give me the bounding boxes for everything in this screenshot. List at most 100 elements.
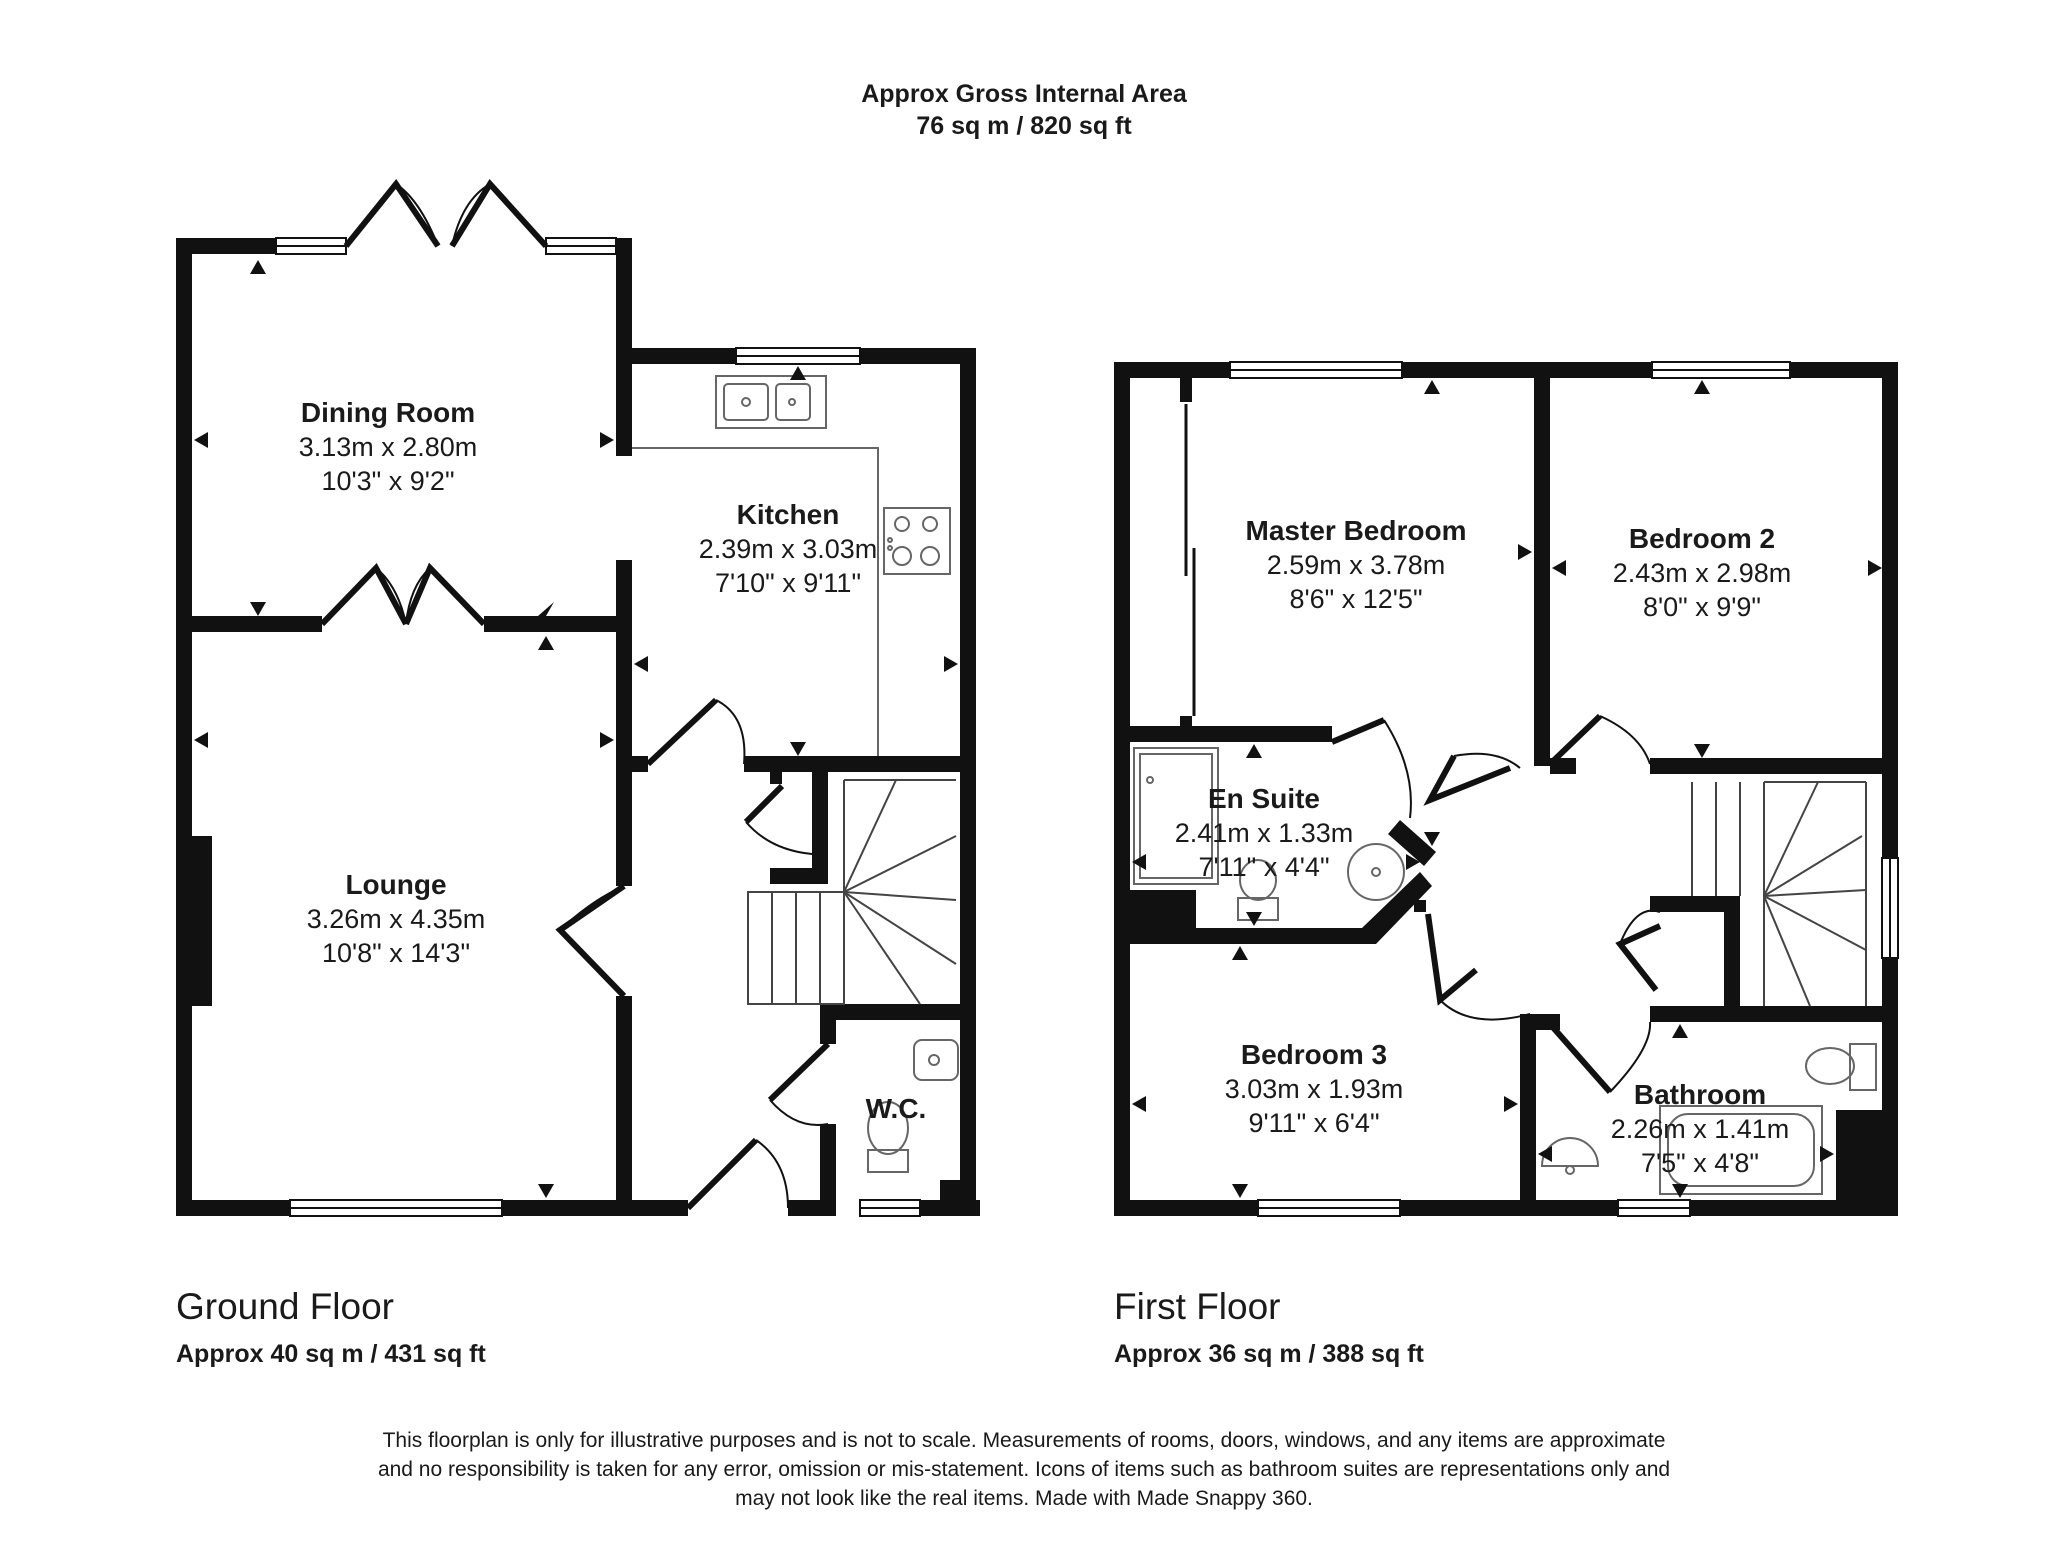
room-bathroom: Bathroom 2.26m x 1.41m 7'5" x 4'8" bbox=[1611, 1079, 1790, 1178]
room-metric: 2.59m x 3.78m bbox=[1267, 550, 1446, 580]
room-bedroom-3: Bedroom 3 3.03m x 1.93m 9'11" x 6'4" bbox=[1225, 1039, 1404, 1138]
room-imperial: 8'6" x 12'5" bbox=[1289, 584, 1422, 614]
wall bbox=[616, 996, 632, 1216]
wall bbox=[616, 238, 632, 456]
disclaimer-line: may not look like the real items. Made w… bbox=[735, 1487, 1313, 1510]
wall bbox=[1790, 362, 1898, 378]
wall bbox=[176, 238, 192, 1216]
room-name: W.C. bbox=[866, 1093, 927, 1124]
wall bbox=[1180, 378, 1192, 402]
wall bbox=[1114, 1200, 1258, 1216]
ground-floor-title: Ground Floor bbox=[176, 1286, 394, 1327]
wall bbox=[1362, 872, 1432, 944]
shower-tray bbox=[1133, 747, 1219, 885]
bathroom-toilet bbox=[1849, 1043, 1877, 1091]
room-name: Bedroom 2 bbox=[1629, 523, 1775, 554]
chimney-breast bbox=[192, 836, 212, 1006]
wall bbox=[1724, 896, 1740, 1006]
wall bbox=[960, 348, 976, 1216]
room-metric: 2.41m x 1.33m bbox=[1175, 818, 1354, 848]
gross-area-header: Approx Gross Internal Area 76 sq m / 820… bbox=[0, 78, 2048, 142]
room-kitchen: Kitchen 2.39m x 3.03m 7'10" x 9'11" bbox=[699, 499, 878, 598]
wall bbox=[788, 1200, 820, 1216]
disclaimer: This floorplan is only for illustrative … bbox=[0, 1426, 2048, 1513]
wall bbox=[616, 348, 736, 364]
disclaimer-line: and no responsibility is taken for any e… bbox=[377, 1458, 1671, 1481]
ensuite-basin bbox=[1347, 843, 1405, 901]
wall bbox=[812, 772, 828, 868]
wall bbox=[1520, 1136, 1536, 1216]
ground-floor-plan bbox=[176, 238, 980, 1216]
room-master-bedroom: Master Bedroom 2.59m x 3.78m 8'6" x 12'5… bbox=[1246, 515, 1467, 614]
wall bbox=[1836, 1110, 1882, 1200]
gross-area-title: Approx Gross Internal Area bbox=[861, 80, 1187, 108]
room-name: Dining Room bbox=[301, 397, 475, 428]
room-metric: 3.13m x 2.80m bbox=[299, 432, 478, 462]
room-name: Bedroom 3 bbox=[1241, 1039, 1387, 1070]
ground-floor-doors bbox=[319, 178, 831, 1211]
wc-basin bbox=[913, 1039, 959, 1081]
wall bbox=[820, 1004, 976, 1020]
wall bbox=[820, 1124, 836, 1216]
wall bbox=[1650, 1006, 1898, 1022]
room-imperial: 7'10" x 9'11" bbox=[715, 568, 861, 598]
first-floor-title: First Floor bbox=[1114, 1286, 1281, 1327]
wall bbox=[1882, 362, 1898, 1216]
room-metric: 2.26m x 1.41m bbox=[1611, 1114, 1790, 1144]
first-floor-dimension-arrows bbox=[1132, 380, 1882, 1198]
wall bbox=[1550, 758, 1576, 774]
wall bbox=[1650, 758, 1898, 774]
room-metric: 3.03m x 1.93m bbox=[1225, 1074, 1404, 1104]
wall bbox=[1388, 820, 1436, 866]
room-name: En Suite bbox=[1208, 783, 1320, 814]
room-en-suite: En Suite 2.41m x 1.33m 7'11" x 4'4" bbox=[1175, 783, 1354, 882]
room-wc: W.C. bbox=[866, 1093, 927, 1124]
wall bbox=[1114, 362, 1230, 378]
wall bbox=[1534, 378, 1550, 766]
room-imperial: 9'11" x 6'4" bbox=[1248, 1108, 1379, 1138]
wall bbox=[484, 616, 632, 632]
ground-floor-fixtures bbox=[632, 375, 959, 1173]
disclaimer-line: This floorplan is only for illustrative … bbox=[382, 1429, 1666, 1452]
room-name: Bathroom bbox=[1634, 1079, 1766, 1110]
wall bbox=[1650, 896, 1740, 912]
wall bbox=[176, 616, 322, 632]
room-name: Lounge bbox=[345, 869, 446, 900]
wall bbox=[616, 560, 632, 886]
first-floor-doors bbox=[1184, 404, 1662, 1094]
wall bbox=[1130, 928, 1362, 944]
first-floor-windows bbox=[1229, 361, 1899, 1217]
room-name: Master Bedroom bbox=[1246, 515, 1467, 546]
room-bedroom-2: Bedroom 2 2.43m x 2.98m 8'0" x 9'9" bbox=[1613, 523, 1792, 622]
ground-floor-windows bbox=[275, 237, 921, 1217]
hob bbox=[883, 507, 951, 575]
wall bbox=[1130, 726, 1332, 742]
wall bbox=[820, 1004, 836, 1044]
wall bbox=[860, 348, 976, 364]
room-imperial: 10'8" x 14'3" bbox=[322, 938, 470, 968]
wc-toilet bbox=[867, 1149, 909, 1173]
wall bbox=[1538, 1200, 1618, 1216]
room-imperial: 10'3" x 9'2" bbox=[321, 466, 454, 496]
room-lounge: Lounge 3.26m x 4.35m 10'8" x 14'3" bbox=[307, 869, 486, 968]
wall bbox=[616, 756, 648, 772]
room-imperial: 7'5" x 4'8" bbox=[1641, 1148, 1759, 1178]
wall bbox=[176, 238, 276, 254]
first-floor-plan bbox=[1114, 362, 1898, 1216]
ensuite-toilet bbox=[1237, 897, 1279, 921]
wall bbox=[940, 1180, 976, 1216]
wall bbox=[744, 756, 976, 772]
wall bbox=[770, 868, 828, 884]
room-metric: 2.43m x 2.98m bbox=[1613, 558, 1792, 588]
ground-floor-dimension-arrows bbox=[194, 260, 958, 1198]
room-metric: 2.39m x 3.03m bbox=[699, 534, 878, 564]
ground-floor-area: Approx 40 sq m / 431 sq ft bbox=[176, 1340, 486, 1368]
wall bbox=[1402, 362, 1652, 378]
wall bbox=[1114, 362, 1130, 1216]
room-metric: 3.26m x 4.35m bbox=[307, 904, 486, 934]
staircase-first bbox=[1691, 781, 1867, 1007]
room-dining: Dining Room 3.13m x 2.80m 10'3" x 9'2" bbox=[299, 397, 478, 496]
gross-area-value: 76 sq m / 820 sq ft bbox=[916, 112, 1132, 140]
room-name: Kitchen bbox=[737, 499, 840, 530]
